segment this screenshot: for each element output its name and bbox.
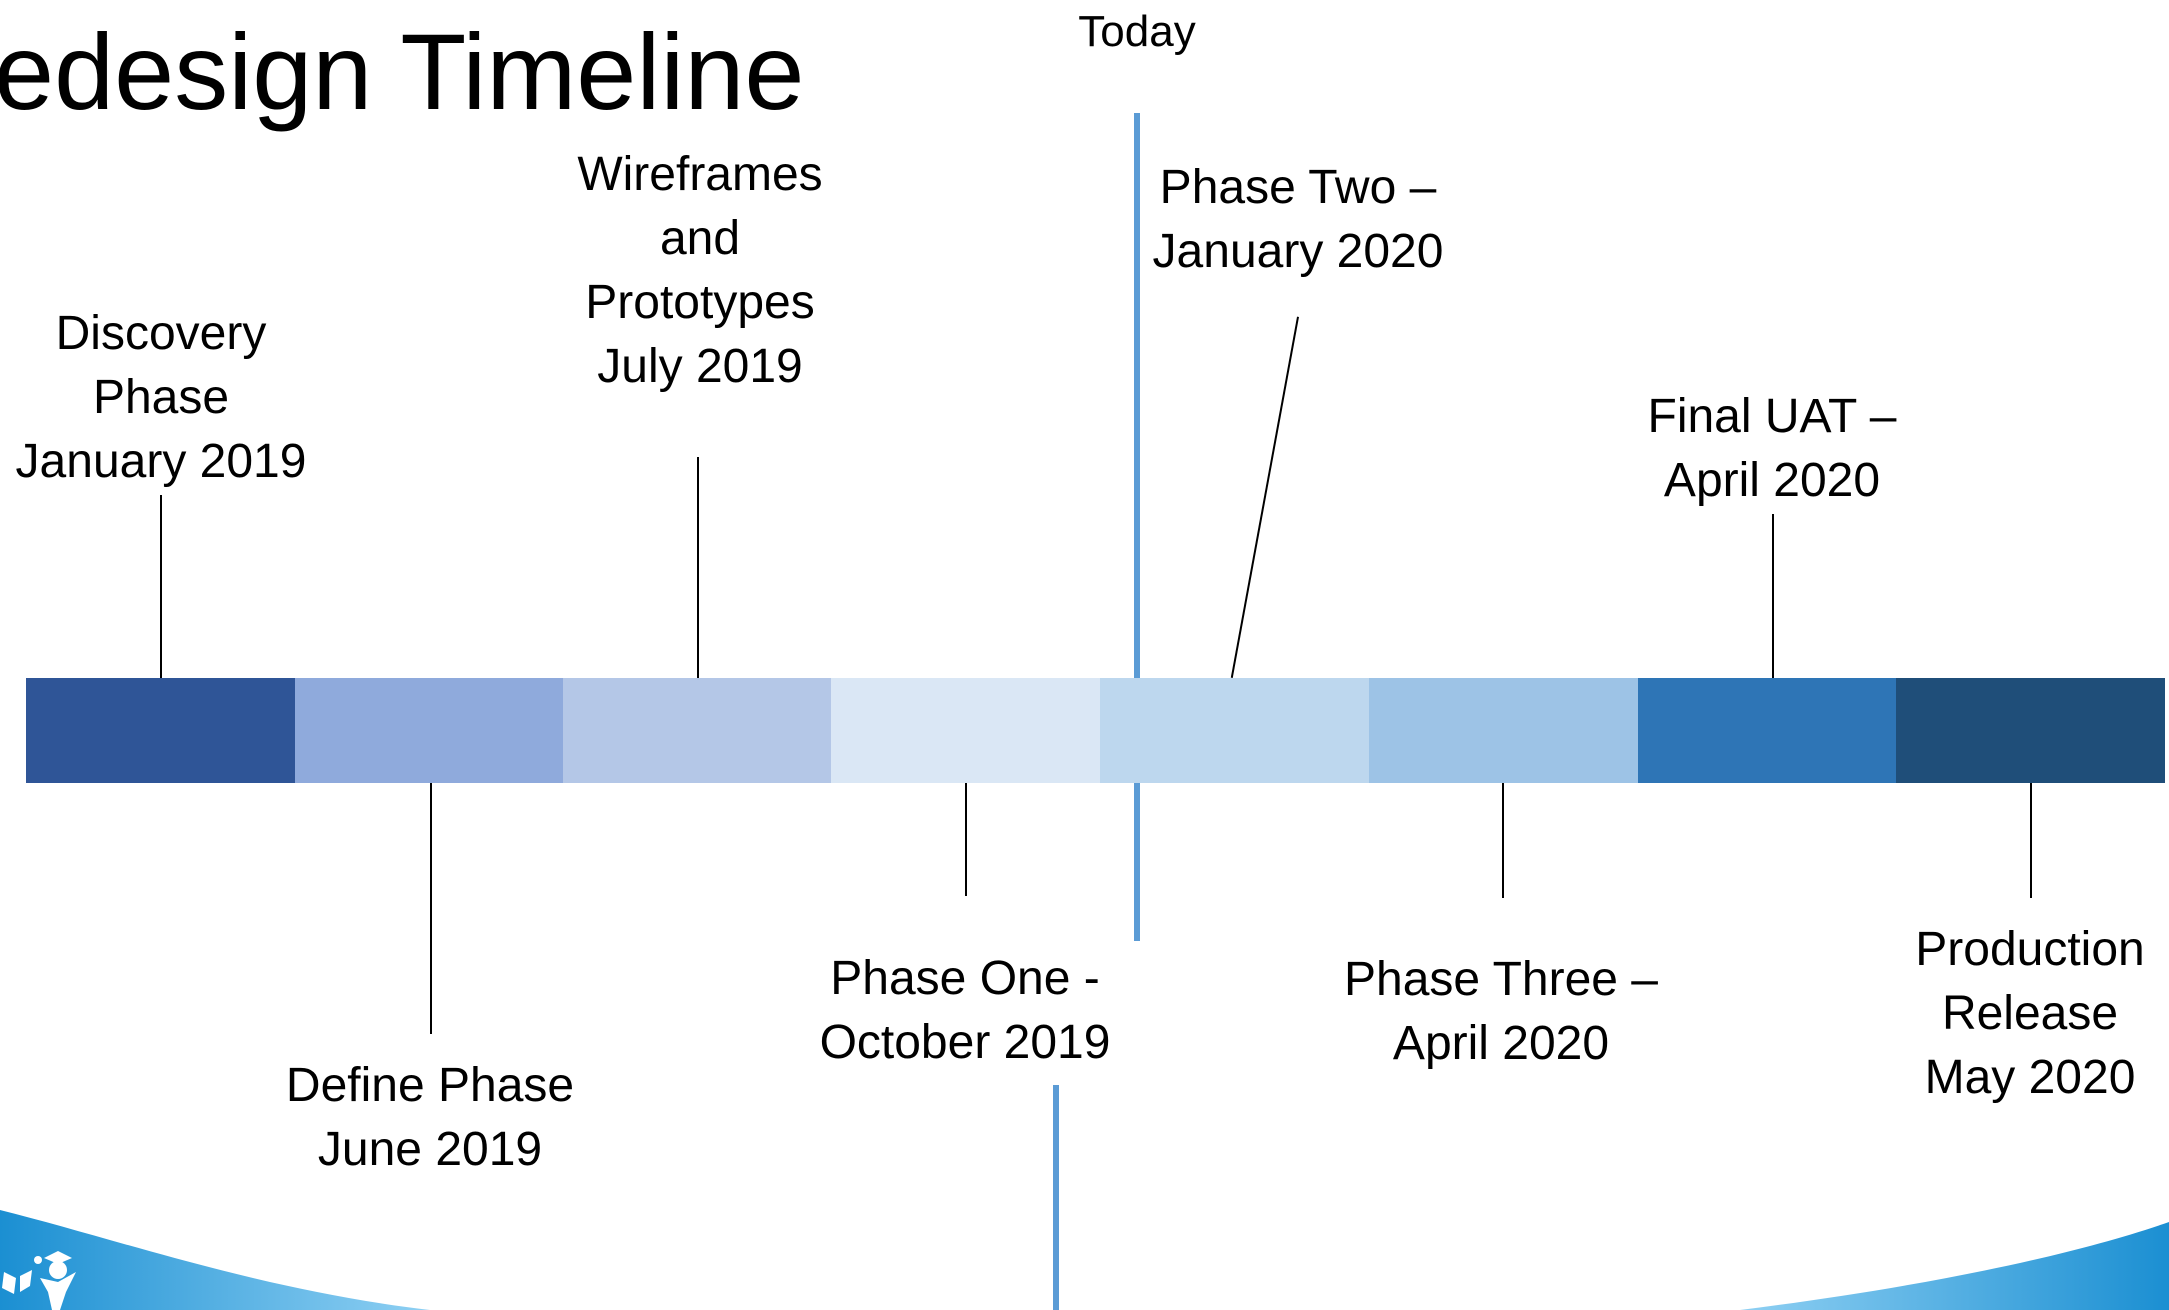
segment-wireframes (563, 678, 831, 783)
milestone-label-line: Phase Two – (1159, 161, 1437, 214)
today-marker-line (1134, 113, 1140, 941)
milestone-label-line: Production (1915, 923, 2145, 976)
milestone-label-line: Wireframes (577, 148, 823, 201)
milestone-label-line: April 2020 (1663, 454, 1881, 507)
logo-icon (2, 1251, 76, 1310)
today-label: Today (1078, 7, 1196, 56)
milestone-label-production: Production Release May 2020 (1880, 918, 2169, 1110)
footer-wave (0, 1210, 2169, 1310)
segment-phase-two (1100, 678, 1369, 783)
milestone-label-phase-three: Phase Three – April 2020 (1316, 948, 1686, 1076)
segment-discovery (26, 678, 295, 783)
milestone-label-line: January 2019 (15, 435, 307, 488)
segment-phase-one (831, 678, 1100, 783)
milestone-label-line: Prototypes (585, 276, 815, 329)
milestone-label-line: June 2019 (317, 1123, 543, 1176)
leader-line-discovery (160, 495, 162, 678)
footer-wave-left (0, 1210, 430, 1310)
segment-production (1896, 678, 2165, 783)
milestone-label-line: May 2020 (1924, 1051, 2136, 1104)
milestone-label-line: Release (1941, 987, 2119, 1040)
milestone-label-phase-one: Phase One - October 2019 (790, 947, 1140, 1075)
milestone-label-line: July 2019 (597, 340, 803, 393)
leader-line-final-uat (1772, 514, 1774, 678)
milestone-label-line: and (659, 212, 741, 265)
leader-line-phase-three (1502, 783, 1504, 898)
segment-define (295, 678, 563, 783)
bottom-marker-line (1053, 1085, 1059, 1310)
milestone-label-line: Final UAT – (1647, 390, 1897, 443)
leader-line-define (430, 783, 432, 1034)
milestone-label-line: April 2020 (1392, 1017, 1610, 1070)
milestone-label-line: Phase One - (830, 952, 1100, 1005)
leader-line-phase-two (1230, 316, 1299, 678)
slide-title: edesign Timeline (0, 11, 805, 132)
milestone-label-line: Phase Three – (1344, 953, 1658, 1006)
segment-final-uat (1638, 678, 1896, 783)
milestone-label-wireframes: Wireframes and Prototypes July 2019 (540, 143, 860, 399)
milestone-label-line: October 2019 (819, 1016, 1111, 1069)
milestone-label-phase-two: Phase Two – January 2020 (1125, 156, 1471, 284)
segment-phase-three (1369, 678, 1638, 783)
leader-line-phase-one (965, 783, 967, 896)
footer-wave-right (1740, 1222, 2169, 1310)
milestone-label-line: Phase (92, 371, 230, 424)
leader-line-production (2030, 783, 2032, 898)
milestone-label-line: Define Phase (285, 1059, 575, 1112)
milestone-label-discovery: Discovery Phase January 2019 (0, 302, 322, 494)
leader-line-wireframes (697, 457, 699, 678)
milestone-label-define: Define Phase June 2019 (250, 1054, 610, 1182)
milestone-label-line: Discovery (55, 307, 267, 360)
milestone-label-final-uat: Final UAT – April 2020 (1612, 385, 1932, 513)
milestone-label-line: January 2020 (1152, 225, 1444, 278)
